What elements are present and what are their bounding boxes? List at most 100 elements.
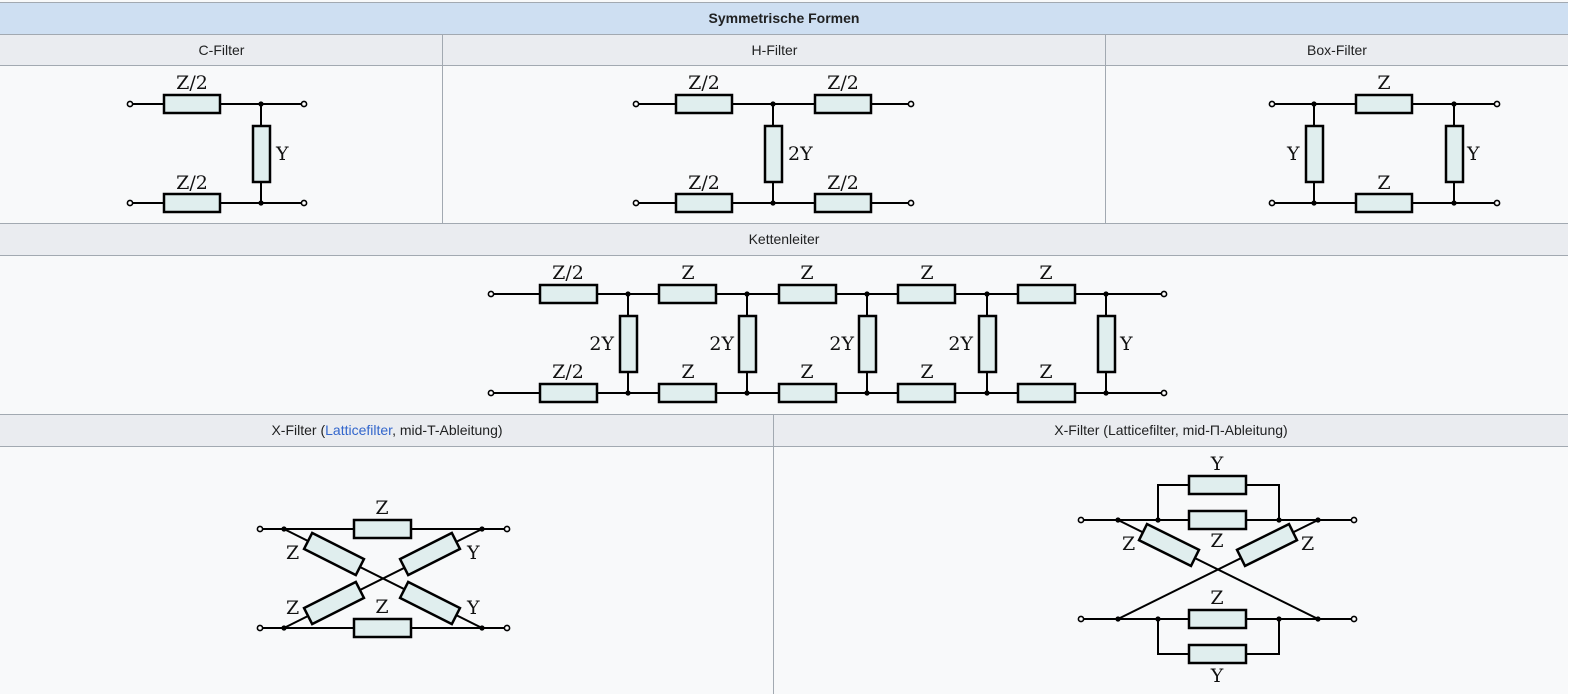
box-filter-label: Z [1377,72,1390,94]
box-filter-y-left [1304,124,1325,184]
c-filter-label-z2-top: Z/2 [176,72,208,94]
c-filter-z2-bottom [162,192,222,214]
header-c-filter: C-Filter [0,34,443,66]
terminal [503,525,511,533]
kette-shunt-y [1096,314,1117,374]
kette-series-z [896,283,957,305]
junction [864,390,870,396]
xt-label: Z [286,597,299,619]
xpi-label: Z [1301,533,1314,555]
terminal [907,199,915,207]
header-x-filter-mid-pi: X-Filter (Latticefilter, mid-Π-Ableitung… [774,414,1568,447]
c-filter-label-y: Y [275,143,289,165]
terminal [487,290,495,298]
kette-label: Z [681,361,694,383]
xt-diagonal-z [302,580,366,626]
h-filter-diagram: Z/2 Z/2 Z/2 Z/2 2Y [632,72,915,214]
h-filter-label: Z/2 [688,172,720,194]
kette-label: Z [920,262,933,284]
kette-shunt-2y [977,314,998,374]
junction [281,625,287,631]
junction [258,200,264,206]
terminal [632,100,640,108]
h-filter-z2 [674,93,734,115]
junction [281,526,287,532]
box-filter-diagram: Z Z Y Y [1268,72,1501,214]
kette-series-z [657,283,718,305]
xpi-label: Z [1122,533,1135,555]
xpi-diagonal-z [1235,522,1299,568]
header-box-filter: Box-Filter [1106,34,1568,66]
header-kettenleiter: Kettenleiter [0,223,1568,256]
xpi-label: Z [1210,530,1223,552]
terminal [1268,199,1276,207]
kette-series-z [896,382,957,404]
h-filter-z2 [674,192,734,214]
terminal [126,199,134,207]
kette-shunt-2y [857,314,878,374]
terminal [300,199,308,207]
xpi-label: Y [1210,665,1224,687]
h-filter-label: Z/2 [688,72,720,94]
kette-label: 2Y [948,333,973,355]
kettenleiter-diagram: Z/2 Z Z Z Z Z/2 Z Z Z Z 2Y 2Y 2Y 2Y Y [487,262,1168,404]
xt-label: Z [286,542,299,564]
kette-series-z [1016,283,1077,305]
terminal [632,199,640,207]
box-filter-z-top [1354,93,1414,115]
kette-label: 2Y [589,333,614,355]
kette-label: 2Y [829,333,854,355]
header-x-filter-mid-t-suffix: , mid-T-Ableitung) [392,422,503,438]
kette-label: Z [1039,262,1052,284]
h-filter-z2 [813,93,873,115]
junction [1103,390,1109,396]
cell-divider [442,34,443,223]
kette-label: Z/2 [552,262,584,284]
box-filter-label: Z [1377,172,1390,194]
xt-z-top [352,518,413,540]
terminal [1350,516,1358,524]
cell-divider [1105,34,1106,223]
x-filter-mid-t-diagram: Z Z Z Z Y Y [256,497,511,639]
junction [864,291,870,297]
header-x-filter-mid-t-prefix: X-Filter ( [271,422,326,438]
xt-label: Z [375,596,388,618]
terminal [1160,389,1168,397]
junction [1315,616,1321,622]
xpi-label: Z [1210,587,1223,609]
junction [1103,291,1109,297]
box-filter-y-right [1444,124,1465,184]
kette-series-z2-bottom [538,382,599,404]
box-filter-label: Y [1286,143,1300,165]
xt-diagonal-y [398,531,462,577]
junction [1155,616,1161,622]
table-title: Symmetrische Formen [0,2,1568,35]
xt-label: Z [375,497,388,519]
xt-label: Y [466,542,480,564]
terminal [256,525,264,533]
junction [1451,101,1457,107]
kette-label: Z [920,361,933,383]
c-filter-diagram: Z/2 Z/2 Y [126,72,308,214]
junction [984,390,990,396]
terminal [1350,615,1358,623]
junction [479,526,485,532]
kette-label: Y [1119,333,1133,355]
junction [1276,616,1282,622]
latticefilter-link[interactable]: Latticefilter [325,422,393,438]
junction [625,390,631,396]
terminal [907,100,915,108]
xt-diagonal-y [398,580,462,626]
junction [1115,517,1121,523]
terminal [1077,516,1085,524]
xpi-z-bottom [1187,608,1248,630]
c-filter-z2-top [162,93,222,115]
kette-label: Z [1039,361,1052,383]
junction [770,200,776,206]
junction [1115,616,1121,622]
kette-label: Z/2 [552,361,584,383]
kette-label: Z [800,361,813,383]
c-filter-y [251,124,272,184]
